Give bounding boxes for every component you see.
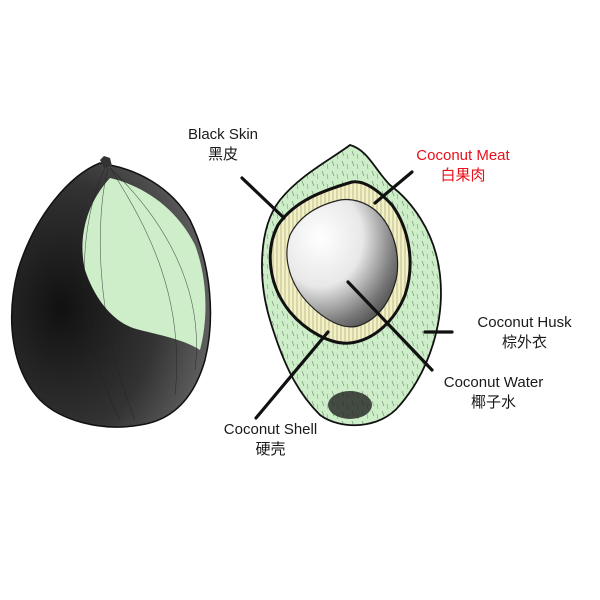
label-coconut-water-zh: 椰子水 — [470, 392, 516, 411]
leader-coconut-shell — [254, 330, 330, 420]
label-coconut-water: Coconut Water 椰子水 — [426, 374, 561, 412]
label-black-skin-zh: 黑皮 — [207, 144, 238, 163]
leader-lines — [240, 170, 454, 420]
label-coconut-husk-zh: 棕外衣 — [501, 332, 547, 351]
label-coconut-husk-en: Coconut Husk — [477, 314, 572, 331]
whole-coconut — [10, 156, 212, 428]
label-coconut-husk: Coconut Husk 棕外衣 — [462, 314, 587, 352]
label-coconut-shell-zh: 硬壳 — [255, 439, 286, 458]
label-coconut-meat-zh: 白果肉 — [440, 165, 486, 184]
label-black-skin: Black Skin 黑皮 — [168, 126, 278, 164]
label-coconut-shell: Coconut Shell 硬壳 — [208, 421, 333, 459]
leader-black-skin — [240, 176, 286, 220]
label-coconut-shell-en: Coconut Shell — [223, 421, 318, 438]
label-coconut-water-en: Coconut Water — [443, 374, 544, 391]
leader-coconut-water — [346, 280, 434, 372]
label-black-skin-en: Black Skin — [187, 126, 259, 143]
label-coconut-meat: Coconut Meat 白果肉 — [398, 147, 528, 185]
label-coconut-meat-en: Coconut Meat — [416, 147, 510, 164]
leader-coconut-meat — [373, 170, 414, 205]
